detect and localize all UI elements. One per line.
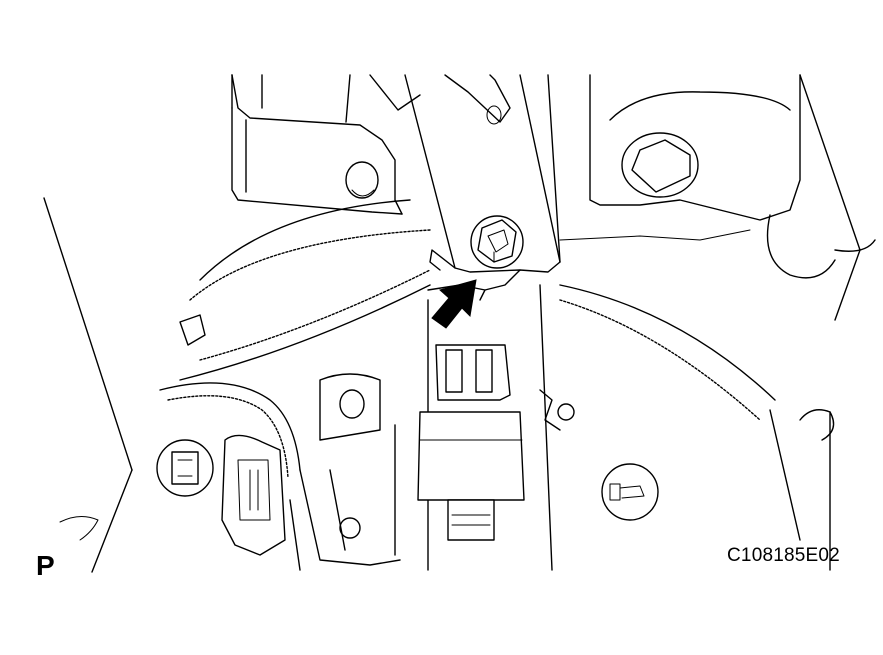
connector-left: [156, 434, 286, 556]
connector-right: [601, 409, 835, 571]
stop-lamp-switch: [417, 344, 525, 541]
view-label: P: [36, 550, 55, 581]
figure-code: C108185E02: [727, 545, 840, 566]
lower-pedal-assembly: [289, 373, 575, 571]
upper-bracket: [231, 74, 421, 215]
arrow-icon: [431, 279, 477, 329]
left-panel-outline: [43, 197, 133, 573]
upper-right-housing: [559, 74, 876, 321]
hex-bolt-icon: [470, 215, 524, 269]
wire-harness: [159, 199, 776, 479]
